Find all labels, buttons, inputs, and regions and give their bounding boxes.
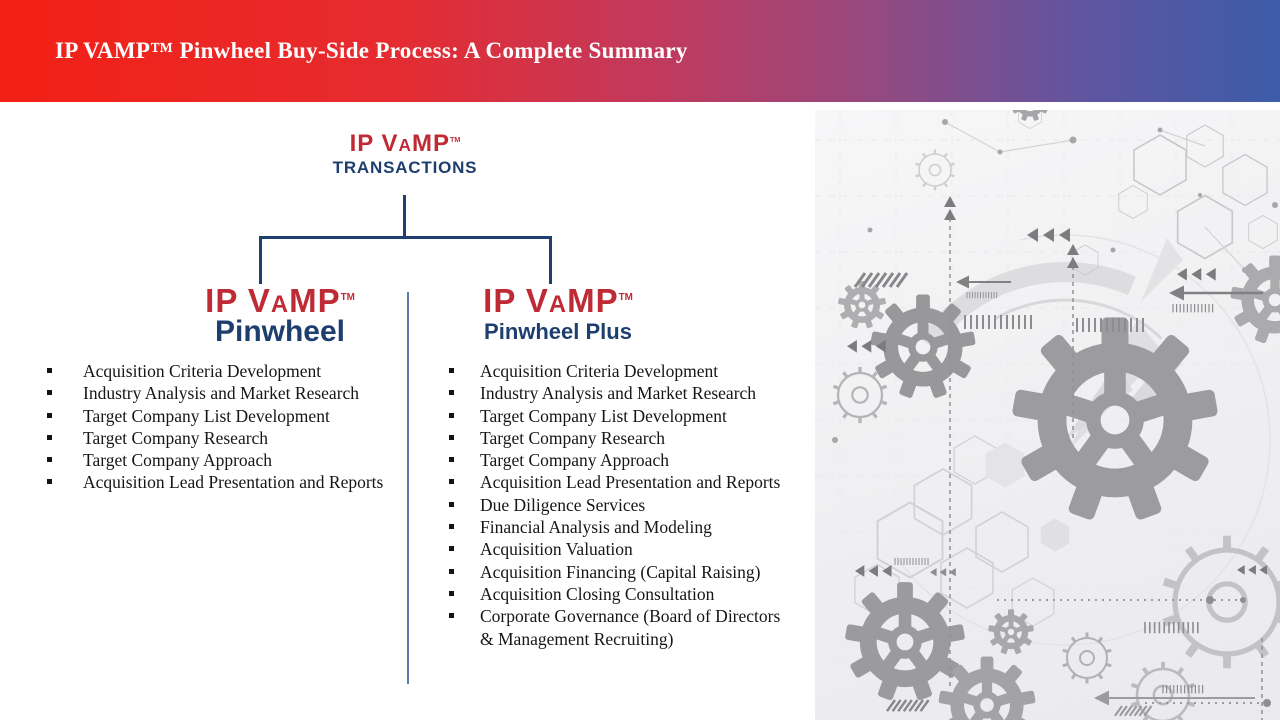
column-divider xyxy=(407,292,409,684)
list-item-text: Acquisition Lead Presentation and Report… xyxy=(83,472,384,493)
list-item: Acquisition Criteria Development xyxy=(449,360,786,382)
square-bullet-icon xyxy=(449,568,454,574)
ipvamp-transactions-logo: IP VAMPTM TRANSACTIONS xyxy=(320,131,490,177)
list-item: Acquisition Closing Consultation xyxy=(449,583,786,605)
trademark-symbol: TM xyxy=(618,292,633,303)
list-item: Target Company Research xyxy=(449,427,786,449)
square-bullet-icon xyxy=(449,390,454,396)
list-item-text: Acquisition Financing (Capital Raising) xyxy=(480,561,761,582)
pinwheel-plus-service-list: Acquisition Criteria Development Industr… xyxy=(449,360,786,650)
trademark-symbol: TM xyxy=(450,135,461,144)
list-item-text: Target Company Research xyxy=(480,427,666,448)
wordmark-pre: IP V xyxy=(205,282,271,319)
division-label-transactions: TRANSACTIONS xyxy=(332,157,478,177)
connector-left-drop xyxy=(259,236,262,284)
gear-icons-solid xyxy=(837,110,1280,720)
square-bullet-icon xyxy=(449,546,454,552)
list-item: Corporate Governance (Board of Directors… xyxy=(449,605,786,650)
list-item: Financial Analysis and Modeling xyxy=(449,516,786,538)
list-item-text: Acquisition Closing Consultation xyxy=(480,583,715,604)
list-item-text: Target Company Approach xyxy=(480,450,669,471)
list-item: Acquisition Financing (Capital Raising) xyxy=(449,561,786,583)
wordmark-small-a: A xyxy=(548,291,568,318)
ipvamp-pinwheel-plus-logo: IP VAMPTM Pinwheel Plus xyxy=(470,283,646,343)
square-bullet-icon xyxy=(449,457,454,463)
square-bullet-icon xyxy=(47,368,52,373)
list-item: Acquisition Criteria Development xyxy=(47,360,389,382)
list-item-text: Financial Analysis and Modeling xyxy=(480,517,712,538)
list-item: Acquisition Valuation xyxy=(449,538,786,560)
gears-illustration xyxy=(815,110,1280,720)
list-item: Due Diligence Services xyxy=(449,494,786,516)
square-bullet-icon xyxy=(47,479,52,485)
ipvamp-wordmark: IP VAMPTM xyxy=(192,283,368,319)
list-item-text: Target Company Approach xyxy=(83,450,272,471)
list-item-text: Acquisition Criteria Development xyxy=(480,361,719,381)
wordmark-pre: IP V xyxy=(483,282,549,319)
list-item: Acquisition Lead Presentation and Report… xyxy=(449,471,786,493)
hexagon-icons-faint xyxy=(854,435,1070,627)
square-bullet-icon xyxy=(449,501,454,507)
square-bullet-icon xyxy=(449,434,454,440)
wordmark-post: MP xyxy=(567,282,619,319)
list-item: Acquisition Lead Presentation and Report… xyxy=(47,471,389,493)
square-bullet-icon xyxy=(47,457,52,463)
list-item: Target Company List Development xyxy=(449,405,786,427)
list-item: Target Company Approach xyxy=(449,449,786,471)
pinwheel-service-list: Acquisition Criteria Development Industr… xyxy=(47,360,389,494)
page-title: IP VAMP™ Pinwheel Buy-Side Process: A Co… xyxy=(55,38,688,63)
list-item-text: Due Diligence Services xyxy=(480,494,646,515)
list-item-text: Target Company List Development xyxy=(480,405,727,426)
square-bullet-icon xyxy=(47,412,52,418)
ipvamp-wordmark: IP VAMPTM xyxy=(470,283,646,319)
square-bullet-icon xyxy=(449,479,454,485)
ipvamp-wordmark: IP VAMPTM xyxy=(320,131,490,157)
arrow-icons xyxy=(847,228,1268,706)
list-item-text: Industry Analysis and Market Research xyxy=(83,383,360,404)
wordmark-small-a: A xyxy=(270,291,290,318)
square-bullet-icon xyxy=(47,434,52,440)
header-banner: IP VAMP™ Pinwheel Buy-Side Process: A Co… xyxy=(0,0,1280,102)
square-bullet-icon xyxy=(449,412,454,418)
dashed-guides xyxy=(944,196,1271,720)
wordmark-post: MP xyxy=(412,130,450,157)
ipvamp-pinwheel-logo: IP VAMPTM Pinwheel xyxy=(192,283,368,348)
wordmark-pre: IP V xyxy=(349,130,399,157)
list-item-text: Industry Analysis and Market Research xyxy=(480,383,757,404)
list-item-text: Acquisition Criteria Development xyxy=(83,361,322,381)
list-item: Industry Analysis and Market Research xyxy=(47,382,389,404)
connector-horizontal xyxy=(259,236,552,239)
list-item: Target Company List Development xyxy=(47,405,389,427)
list-item-text: Target Company Research xyxy=(83,427,269,448)
connector-right-drop xyxy=(549,236,552,284)
square-bullet-icon xyxy=(449,368,454,373)
list-item: Industry Analysis and Market Research xyxy=(449,382,786,404)
wordmark-small-a: A xyxy=(398,135,412,155)
trademark-symbol: TM xyxy=(340,292,355,303)
list-item-text: Corporate Governance (Board of Directors… xyxy=(480,606,781,649)
square-bullet-icon xyxy=(47,390,52,396)
wordmark-post: MP xyxy=(289,282,341,319)
list-item-text: Acquisition Valuation xyxy=(480,539,633,560)
square-bullet-icon xyxy=(449,613,454,619)
division-label-pinwheel-plus: Pinwheel Plus xyxy=(484,318,632,344)
list-item: Target Company Research xyxy=(47,427,389,449)
connector-root-vertical xyxy=(403,195,406,238)
square-bullet-icon xyxy=(449,590,454,596)
gears-background xyxy=(815,110,1280,720)
hexagon-icons xyxy=(1017,110,1278,276)
list-item: Target Company Approach xyxy=(47,449,389,471)
list-item-text: Acquisition Lead Presentation and Report… xyxy=(480,472,781,493)
division-label-pinwheel: Pinwheel xyxy=(214,314,346,348)
square-bullet-icon xyxy=(449,524,454,530)
list-item-text: Target Company List Development xyxy=(83,405,330,426)
